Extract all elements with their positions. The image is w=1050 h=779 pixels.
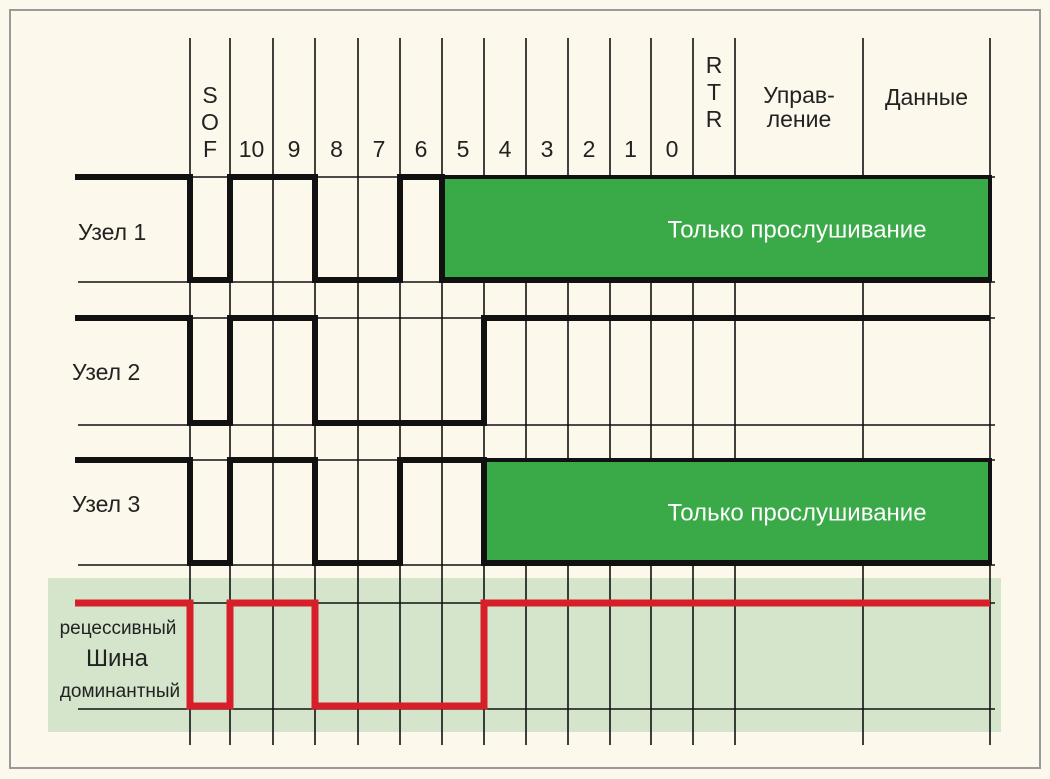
column-header-13-1: ление [767,106,832,132]
column-header-13-0: Управ- [763,82,835,108]
bus-dominant-label: доминантный [60,681,180,702]
bus-recessive-label: рецессивный [60,618,177,639]
column-header-7-0: 4 [499,136,512,162]
node-2-waveform [75,315,990,426]
node-2-label: Узел 2 [72,359,140,385]
column-header-6-0: 5 [457,136,470,162]
node-3-waveform [75,457,990,566]
column-header-8-0: 3 [541,136,554,162]
column-header-2-0: 9 [288,136,301,162]
column-header-4-0: 7 [373,136,386,162]
column-header-10-0: 1 [624,136,637,162]
column-header-1-0: 10 [239,136,265,162]
node-1-listen-only-label: Только прослушивание [667,217,926,244]
bus-label: Шина [86,645,149,672]
node-3-label: Узел 3 [72,491,140,517]
column-header-11-0: 0 [666,136,679,162]
outer-border [9,9,1041,769]
node-1-listen-only-region [440,175,992,282]
column-header-3-0: 8 [330,136,343,162]
column-header-14-0: Данные [885,84,968,110]
node-1-label: Узел 1 [78,219,146,245]
column-header-9-0: 2 [583,136,596,162]
column-header-sof: SOF [201,82,219,162]
node-1-waveform [75,174,990,283]
column-header-rtr: RTR [705,52,723,132]
node-3-listen-only-label: Только прослушивание [667,500,926,527]
bus-waveform [75,599,990,710]
column-header-5-0: 6 [415,136,428,162]
